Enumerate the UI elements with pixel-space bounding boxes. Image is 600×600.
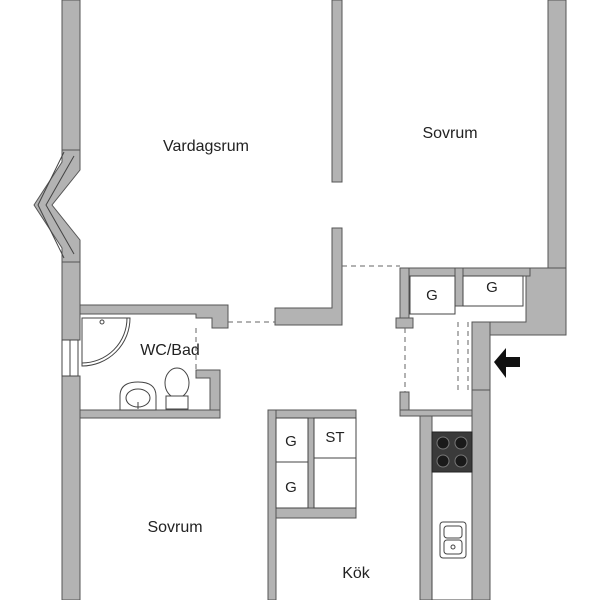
closet-labels: G G G G ST [285,279,498,496]
hall-south-wall [399,409,473,417]
stove-burner-2 [454,436,468,450]
closet-block-top [267,409,357,419]
living-south-wall [274,227,343,326]
kitchen-closet-2 [275,461,309,509]
room-label-living: Vardagsrum [163,138,249,155]
room-label-bathroom: WC/Bad [140,342,200,359]
stove-icon [431,431,473,473]
kitchen-closet-1 [275,417,309,463]
west-wall-lower [61,375,81,600]
stove-burner-4 [454,454,468,468]
room-label-bedroom-north: Sovrum [422,125,477,142]
hall-west-wall [399,267,410,319]
east-wall-bedroom [547,0,567,269]
bay-window-frame [33,149,81,263]
hall-closets [409,275,524,315]
room-label-bedroom-south: Sovrum [147,519,202,536]
closet-block-bottom [275,507,357,519]
toilet-icon [164,367,190,399]
kitchen-east-wall [471,389,491,600]
kitchen-counter [431,431,473,600]
west-wall-upper [61,0,81,151]
partition-living-bedroom [331,0,343,183]
bath-north-wall [79,304,229,329]
shower-drain [99,319,105,325]
bathroom-fixtures [81,317,190,411]
kitchen-closets [275,417,357,509]
kitchen-closet-st [313,417,357,459]
room-label-kitchen: Kök [342,565,371,582]
stove-burner-3 [436,454,450,468]
shower-icon [81,317,131,367]
entrance-wall [471,321,491,391]
closet-block-divider [307,417,315,519]
shower-curve-inner [81,317,128,364]
closet-label-kitchen-g2: G [285,479,297,496]
kitchen-closet-st-lower [313,457,357,509]
room-labels: Vardagsrum Sovrum WC/Bad Sovrum Kök [140,125,477,582]
hall-closet-2 [462,275,524,307]
stove-burner-1 [436,436,450,450]
bath-south-wall [79,409,221,419]
closet-label-kitchen-g1: G [285,433,297,450]
closet-label-hall-g2: G [486,279,498,296]
bay-window-glass-inner [45,155,75,255]
walls [61,0,567,600]
sink-drain [450,544,456,550]
entrance-arrow-icon [494,348,520,378]
hall-north-wall [399,267,531,277]
toilet-tank [165,395,189,410]
hall-closet-1 [409,275,456,315]
closet-divider [454,267,464,307]
washbasin-icon [119,381,157,411]
kitchen-west-wall [419,415,433,600]
sink-basin-2 [443,539,463,555]
bay-window-glass-outer [37,151,65,259]
closet-label-hall-g1: G [426,287,438,304]
sink-basin-1 [443,525,463,539]
bay-window [33,149,81,263]
closet-block-west [267,409,277,600]
hall-west-wall-jamb [395,317,414,329]
closet-label-kitchen-st: ST [325,429,344,446]
west-wall-middle [61,259,81,341]
